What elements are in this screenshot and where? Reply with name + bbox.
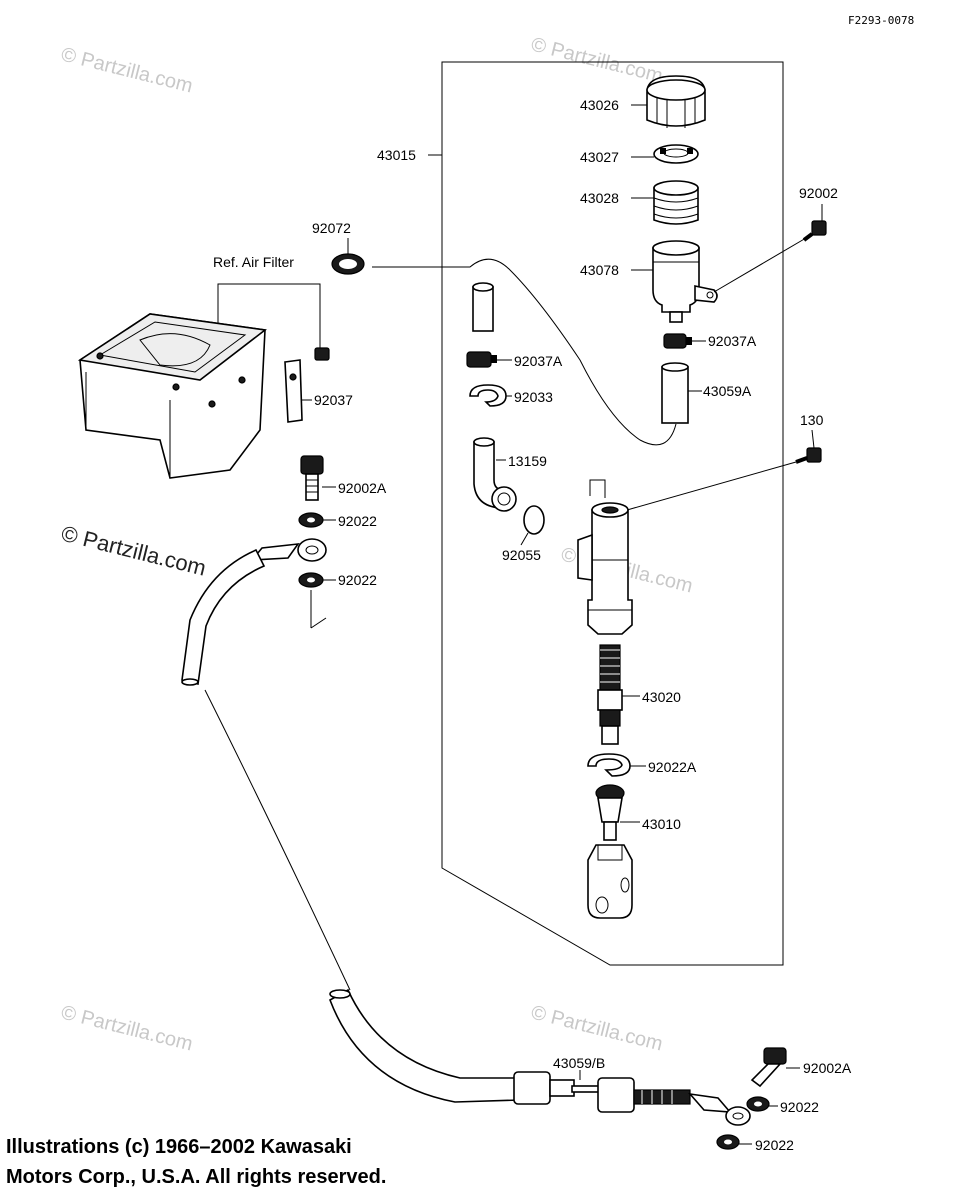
part-label-92037A-right: 92037A [708,333,757,349]
lower-hose-part [329,988,521,1103]
part-label-92037A-left: 92037A [514,353,563,369]
diagram-code: F2293-0078 [848,14,914,27]
part-label-43020: 43020 [642,689,681,705]
part-label-43027: 43027 [580,149,619,165]
copyright-line-2: Motors Corp., U.S.A. All rights reserved… [6,1166,387,1188]
banjo-bolt-lower-part [750,1047,787,1088]
copyright-line-1: Illustrations (c) 1966–2002 Kawasaki [6,1136,352,1158]
reservoir-tank-part [652,240,718,323]
air-filter-screw-part [314,347,330,361]
assembly-label: 43015 [377,147,416,163]
part-label-92002: 92002 [799,185,838,201]
piston-spring-part [597,644,623,745]
part-label-92072: 92072 [312,220,351,236]
part-label-43059B: 43059/B [553,1055,605,1071]
diaphragm-part [653,180,699,225]
part-label-92002A-lower: 92002A [803,1060,852,1076]
part-label-43026: 43026 [580,97,619,113]
reservoir-bolt-part [802,220,827,242]
brake-hose-line [204,689,351,991]
part-label-43010: 43010 [642,816,681,832]
piston-circlip-part [587,753,631,777]
circlip-part [469,384,507,407]
banjo-bolt-upper-part [300,455,324,501]
part-label-92055: 92055 [502,547,541,563]
watermark-bottom-left: © Partzilla.com [59,1002,195,1056]
part-label-43078: 43078 [580,262,619,278]
air-filter-clamp-part [331,253,365,275]
assembly-outline [441,61,784,966]
part-label-43028: 43028 [580,190,619,206]
watermark-top-center: © Partzilla.com [529,34,665,88]
watermark-bottom-center: © Partzilla.com [529,1002,665,1056]
part-label-92022-c: 92022 [780,1099,819,1115]
breather-hose-piece-part [472,286,494,332]
copyright-notice: Illustrations (c) 1966–2002 Kawasaki Mot… [6,1132,386,1192]
breather-tube-line [372,258,677,446]
watermark-top-left: © Partzilla.com [59,44,195,98]
hose-clamp-left-part [466,351,497,368]
bracket-part [284,359,303,423]
master-cylinder-body-part [577,479,633,635]
diaphragm-plate-part [653,144,699,164]
part-label-92022A: 92022A [648,759,697,775]
part-label-92022-b: 92022 [338,572,377,588]
part-label-130: 130 [800,412,824,428]
master-cylinder-bolt-part [795,447,822,464]
reservoir-hose-part [661,362,689,424]
watermark-strong: © Partzilla.com [59,521,209,581]
part-label-92037: 92037 [314,392,353,408]
elbow-fitting-part [473,437,517,512]
reservoir-cap-part [646,75,706,128]
part-label-43059A: 43059A [703,383,752,399]
part-label-92033: 92033 [514,389,553,405]
part-label-92022-d: 92022 [755,1137,794,1153]
upper-banjo-fitting-part [250,538,327,562]
part-label-92022-a: 92022 [338,513,377,529]
hose-clamp-right-part [663,333,692,349]
push-rod-part [587,784,633,919]
air-filter-case-part [77,313,268,479]
lower-hose-fitting-part [513,1071,751,1126]
air-filter-reference-label: Ref. Air Filter [213,254,294,270]
part-label-13159: 13159 [508,453,547,469]
part-label-92002A-upper: 92002A [338,480,387,496]
